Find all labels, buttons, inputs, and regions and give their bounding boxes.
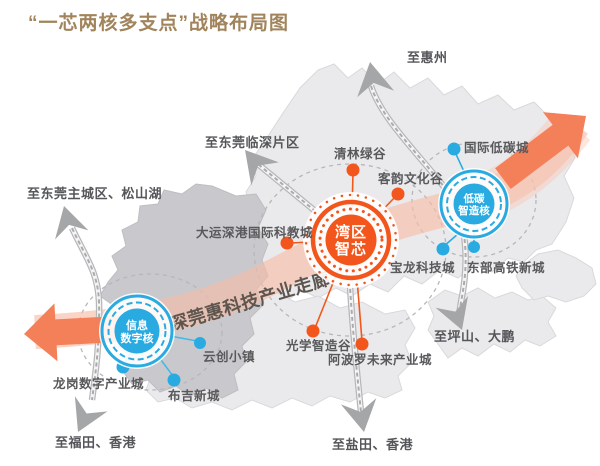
direction-pingshan: 至坪山、大鹏 [434, 329, 516, 344]
point-dot-yunchuang [194, 337, 206, 349]
node-east: 低碳 智造核 [438, 168, 510, 240]
arrow-huizhou [357, 62, 395, 98]
label-keyun: 客韵文化谷 [378, 172, 444, 186]
node-west-label-line2: 数字核 [121, 331, 154, 345]
label-qinglin: 清林绿谷 [334, 147, 387, 161]
direction-futian: 至福田、香港 [55, 435, 137, 450]
direction-yantian: 至盐田、香港 [332, 437, 414, 452]
point-dot-keyun [391, 187, 405, 201]
label-intl-lowcarbon: 国际低碳城 [464, 141, 530, 155]
direction-dongguan-linshen: 至东莞临深片区 [205, 135, 300, 150]
arrow-yantian [340, 398, 377, 432]
label-dayun: 大运深港国际科教城 [196, 226, 314, 240]
arrow-dongguan-linshen [245, 150, 279, 186]
point-dot-baolong [436, 242, 450, 256]
label-longgang-digital: 龙岗数字产业城 [53, 377, 145, 391]
node-east-label-line1: 低碳 [463, 192, 485, 205]
node-west-label-line1: 信息 [126, 318, 148, 332]
point-dot-dayun [280, 236, 294, 250]
arrow-pingshan [435, 296, 468, 330]
label-apollo: 阿波罗未来产业城 [328, 353, 433, 367]
label-east-hsr: 东部高铁新城 [467, 261, 546, 275]
point-dot-intl-lowcarbon [447, 142, 461, 156]
node-core-label-line1: 湾区 [335, 223, 367, 241]
label-yunchuang: 云创小镇 [203, 350, 256, 364]
label-baolong: 宝龙科技城 [390, 261, 456, 275]
arrow-futian [74, 396, 108, 432]
road-dongguan-futian [69, 226, 103, 401]
node-west: 信息 数字核 [99, 293, 175, 369]
orbit-west [77, 273, 223, 391]
label-guangxue: 光学智造谷 [286, 339, 352, 353]
page-title: “一芯两核多支点”战略布局图 [28, 13, 290, 34]
node-east-label-line2: 智造核 [457, 204, 490, 217]
point-dot-guangxue [306, 324, 320, 338]
arrow-dongguan-main [55, 206, 89, 240]
map-shape-east [515, 249, 597, 303]
point-dot-buji [167, 373, 181, 387]
label-buji: 布吉新城 [168, 389, 221, 403]
direction-dongguan-main: 至东莞主城区、松山湖 [27, 186, 163, 201]
node-core-label-line2: 智芯 [335, 240, 367, 258]
orbit-east [411, 142, 537, 258]
node-core: 湾区 智芯 [303, 192, 399, 288]
point-dot-qinglin [346, 163, 360, 177]
direction-huizhou: 至惠州 [407, 50, 448, 65]
corridor-arrow-northeast [495, 112, 586, 189]
point-dot-apollo [355, 337, 369, 351]
point-dot-east-hsr [468, 241, 480, 253]
